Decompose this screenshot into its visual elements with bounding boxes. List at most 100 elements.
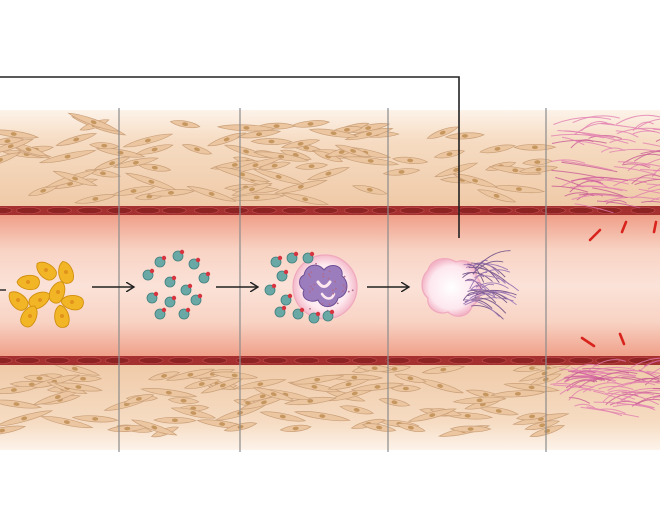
fibrosis-fiber <box>607 381 660 391</box>
fibrosis-fiber <box>550 133 605 139</box>
fibroblast <box>40 416 94 429</box>
fibroblast-nucleus <box>190 411 197 415</box>
fibroblast-nucleus <box>223 137 230 142</box>
particle <box>198 271 211 284</box>
fibroblast <box>186 186 237 202</box>
platelet <box>54 304 70 328</box>
fibroblast <box>167 397 200 405</box>
fibroblast-nucleus <box>231 373 238 378</box>
net-fiber <box>473 290 508 304</box>
extracellular-fibers <box>462 250 519 320</box>
fibroblast-nucleus <box>71 366 78 371</box>
granule <box>344 287 347 289</box>
fibroblast-nucleus <box>514 391 521 396</box>
fibrosis-fiber <box>582 382 624 393</box>
fibroblast <box>327 378 370 390</box>
fibroblast-nucleus <box>257 382 264 386</box>
fibrosis-fiber <box>655 380 660 383</box>
fibrosis-fiber <box>569 186 628 192</box>
endothelial-cell <box>541 207 566 215</box>
red-streak <box>652 220 658 234</box>
fibrosis-fiber <box>646 370 660 374</box>
fibroblast-nucleus <box>345 382 352 387</box>
fibroblast <box>308 128 359 138</box>
fibroblast <box>361 423 397 432</box>
endothelial-cell <box>371 207 397 215</box>
fibroblast-nucleus <box>292 426 299 431</box>
particle-dot <box>195 257 201 263</box>
fibroblast-nucleus <box>243 126 250 130</box>
fibroblast <box>492 185 546 194</box>
particle <box>164 275 177 288</box>
particle <box>154 255 167 268</box>
endothelial-cell <box>138 356 164 364</box>
particle-dot <box>197 293 203 299</box>
fibroblast-nucleus <box>376 425 383 430</box>
fibroblast-nucleus <box>365 126 372 130</box>
fibrosis-fiber <box>570 139 594 149</box>
fibrosis-fiber <box>587 359 627 372</box>
fibroblast <box>281 193 330 206</box>
granule <box>335 287 337 290</box>
fibrosis-fiber <box>647 184 660 190</box>
granule <box>328 270 331 273</box>
particle <box>322 309 335 322</box>
fibroblast <box>452 173 498 188</box>
fibroblast <box>306 167 350 180</box>
platelet-granule <box>56 290 60 294</box>
fibroblast-nucleus <box>10 388 17 392</box>
fibroblast <box>283 396 337 406</box>
platelet-granule <box>26 280 30 284</box>
fibroblast <box>140 388 198 398</box>
fibroblast-nucleus <box>476 398 483 403</box>
fibroblast-nucleus <box>351 391 358 396</box>
particles-around-neutrophil <box>264 251 335 324</box>
fibroblast-nucleus <box>273 124 280 128</box>
fibroblast <box>27 185 59 196</box>
fibrosis-fiber <box>635 398 660 405</box>
fibrosis-fiber <box>616 127 660 135</box>
particle <box>188 257 201 270</box>
particle-dot <box>287 293 293 299</box>
fibroblast-nucleus <box>391 400 398 405</box>
fibrosis-fiber <box>572 115 620 124</box>
fibroblast-nucleus <box>512 168 519 173</box>
red-streak <box>580 336 596 348</box>
released-particles <box>142 249 211 320</box>
endothelial-cell <box>568 207 594 215</box>
fibroblast-nucleus <box>54 395 61 399</box>
endothelial-cell <box>428 207 454 215</box>
endothelial-cell <box>251 207 277 215</box>
fibroblast <box>223 144 269 158</box>
fibroblast-nucleus <box>437 383 444 388</box>
fibroblast <box>350 382 405 392</box>
fibroblast-nucleus <box>297 141 304 146</box>
fibroblast <box>181 144 213 155</box>
fibroblast <box>421 365 466 374</box>
net-fiber <box>469 293 498 299</box>
fibroblast-nucleus <box>353 408 360 412</box>
fibroblast-nucleus <box>90 120 97 125</box>
fibroblast <box>513 143 557 151</box>
fibrosis-fiber <box>593 390 627 402</box>
fibrosis-fiber <box>653 128 660 131</box>
fibroblast <box>524 420 561 430</box>
net-fiber <box>464 299 493 309</box>
fibrosis-fiber <box>622 163 650 169</box>
fibroblast-nucleus <box>495 409 502 413</box>
net-fiber <box>471 262 500 284</box>
endothelial-cell <box>630 207 656 215</box>
fibroblast <box>130 419 178 436</box>
fibroblast <box>135 144 174 155</box>
fibroblast <box>426 126 459 139</box>
endothelial-cell <box>15 207 41 215</box>
endothelial-cell <box>416 356 442 364</box>
fibroblast-nucleus <box>539 423 546 428</box>
fibroblast-nucleus <box>461 134 468 138</box>
particle <box>172 249 185 262</box>
fibroblast-nucleus <box>10 132 17 136</box>
fibrosis-fiber <box>598 385 634 390</box>
fibroblast-nucleus <box>151 165 158 170</box>
fibroblast <box>237 130 282 139</box>
fibroblast <box>250 138 293 145</box>
